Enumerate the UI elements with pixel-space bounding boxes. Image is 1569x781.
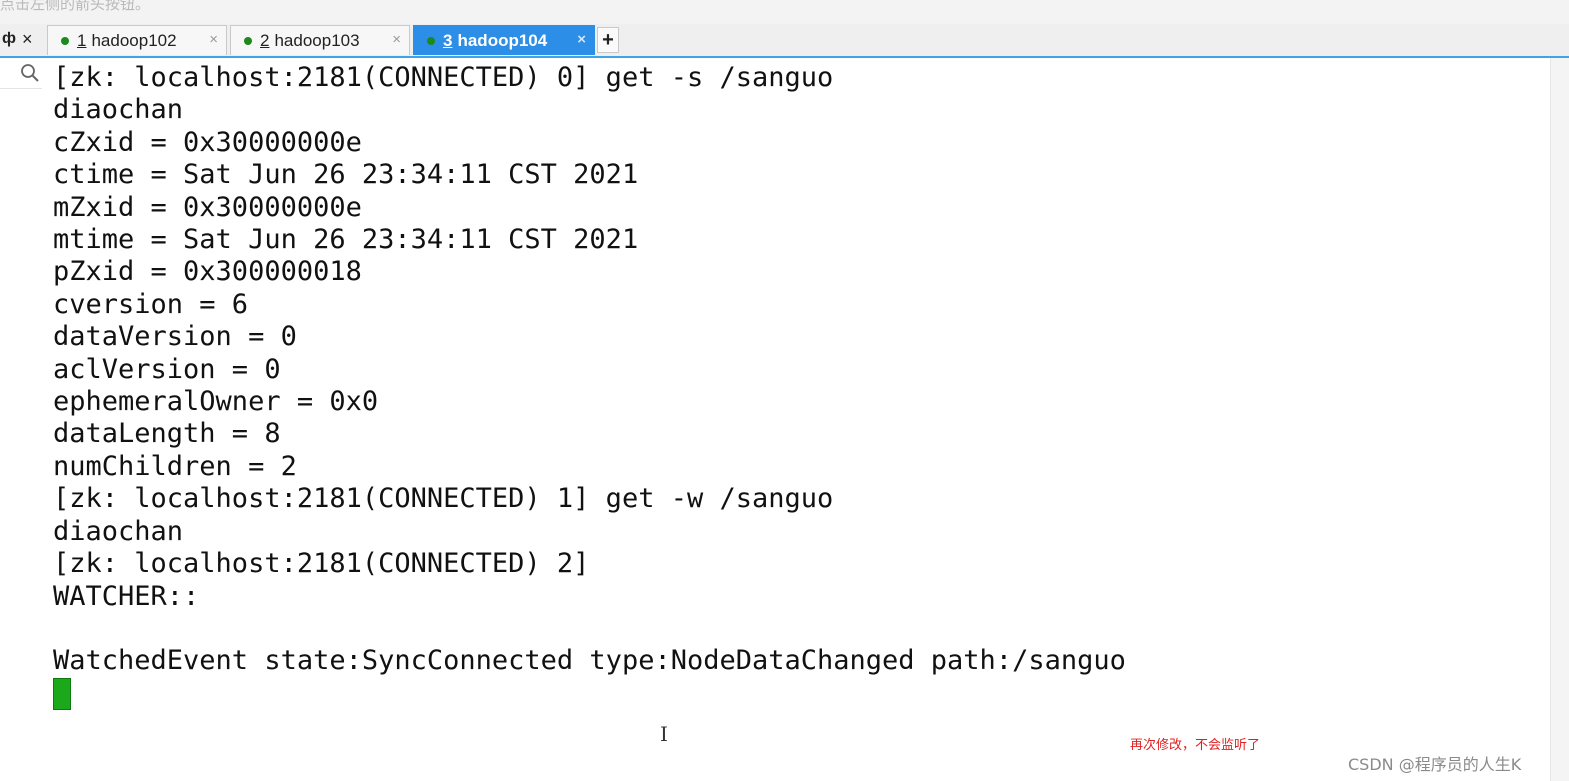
terminal-line: WatchedEvent state:SyncConnected type:No… bbox=[53, 645, 1126, 677]
terminal-line: diaochan bbox=[53, 515, 184, 547]
terminal-line: mZxid = 0x30000000e bbox=[53, 191, 362, 223]
add-tab-button[interactable]: + bbox=[597, 27, 619, 53]
terminal-line: dataVersion = 0 bbox=[53, 321, 297, 353]
tab-label: hadoop104 bbox=[457, 30, 548, 50]
terminal-line: dataLength = 8 bbox=[53, 418, 281, 450]
terminal-line: [zk: localhost:2181(CONNECTED) 0] get -s… bbox=[53, 62, 834, 93]
tab-number: 3 bbox=[443, 30, 453, 50]
terminal-line: aclVersion = 0 bbox=[53, 353, 281, 385]
text-cursor-ibeam-icon: I bbox=[660, 722, 668, 746]
terminal-scrollbar[interactable] bbox=[1550, 58, 1569, 781]
terminal-output[interactable]: [zk: localhost:2181(CONNECTED) 0] get -s… bbox=[42, 58, 1551, 781]
terminal-line: diaochan bbox=[53, 94, 184, 126]
pin-icon[interactable]: ф bbox=[2, 30, 16, 47]
terminal-cursor-line bbox=[53, 678, 1126, 711]
tab-hadoop103[interactable]: 2 hadoop103 × bbox=[230, 25, 410, 55]
terminal-line: ctime = Sat Jun 26 23:34:11 CST 2021 bbox=[53, 159, 639, 191]
terminal-line: pZxid = 0x300000018 bbox=[53, 256, 362, 288]
terminal-line: cversion = 6 bbox=[53, 288, 249, 320]
session-search[interactable] bbox=[0, 58, 42, 89]
terminal-line: numChildren = 2 bbox=[53, 450, 297, 482]
terminal-line: ephemeralOwner = 0x0 bbox=[53, 386, 379, 418]
tab-label: hadoop103 bbox=[274, 30, 360, 50]
connected-status-icon bbox=[244, 36, 252, 45]
close-tab-icon[interactable]: × bbox=[577, 31, 586, 48]
title-strip: 点击左侧的箭头按钮。 bbox=[0, 0, 1569, 25]
close-tab-icon[interactable]: × bbox=[392, 31, 401, 48]
tab-number: 2 bbox=[260, 30, 270, 50]
session-panel bbox=[0, 58, 43, 781]
connected-status-icon bbox=[427, 36, 435, 45]
connected-status-icon bbox=[61, 36, 69, 45]
terminal-cursor bbox=[53, 678, 71, 711]
close-panel-icon[interactable]: × bbox=[22, 29, 33, 49]
terminal-line: WATCHER:: bbox=[53, 580, 200, 612]
terminal-line: cZxid = 0x30000000e bbox=[53, 126, 362, 158]
close-tab-icon[interactable]: × bbox=[209, 31, 218, 48]
terminal-line bbox=[53, 613, 1126, 645]
tab-hadoop104[interactable]: 3 hadoop104 × bbox=[413, 25, 595, 55]
terminal-line: [zk: localhost:2181(CONNECTED) 1] get -w… bbox=[53, 483, 834, 515]
tab-label: hadoop102 bbox=[91, 30, 177, 50]
terminal-line: [zk: localhost:2181(CONNECTED) 2] bbox=[53, 548, 590, 580]
terminal-lines: [zk: localhost:2181(CONNECTED) 0] get -s… bbox=[53, 62, 1126, 711]
search-icon[interactable] bbox=[19, 62, 41, 84]
tab-hadoop102[interactable]: 1 hadoop102 × bbox=[47, 25, 227, 55]
tab-bar: ф × 1 hadoop102 × 2 hadoop103 × 3 hadoop… bbox=[0, 24, 1569, 58]
watermark: CSDN @程序员的人生K bbox=[1348, 755, 1522, 774]
terminal-line: mtime = Sat Jun 26 23:34:11 CST 2021 bbox=[53, 224, 639, 256]
top-hint-text: 点击左侧的箭头按钮。 bbox=[0, 0, 151, 13]
tab-number: 1 bbox=[77, 30, 87, 50]
annotation-note: 再次修改，不会监听了 bbox=[1130, 738, 1261, 753]
